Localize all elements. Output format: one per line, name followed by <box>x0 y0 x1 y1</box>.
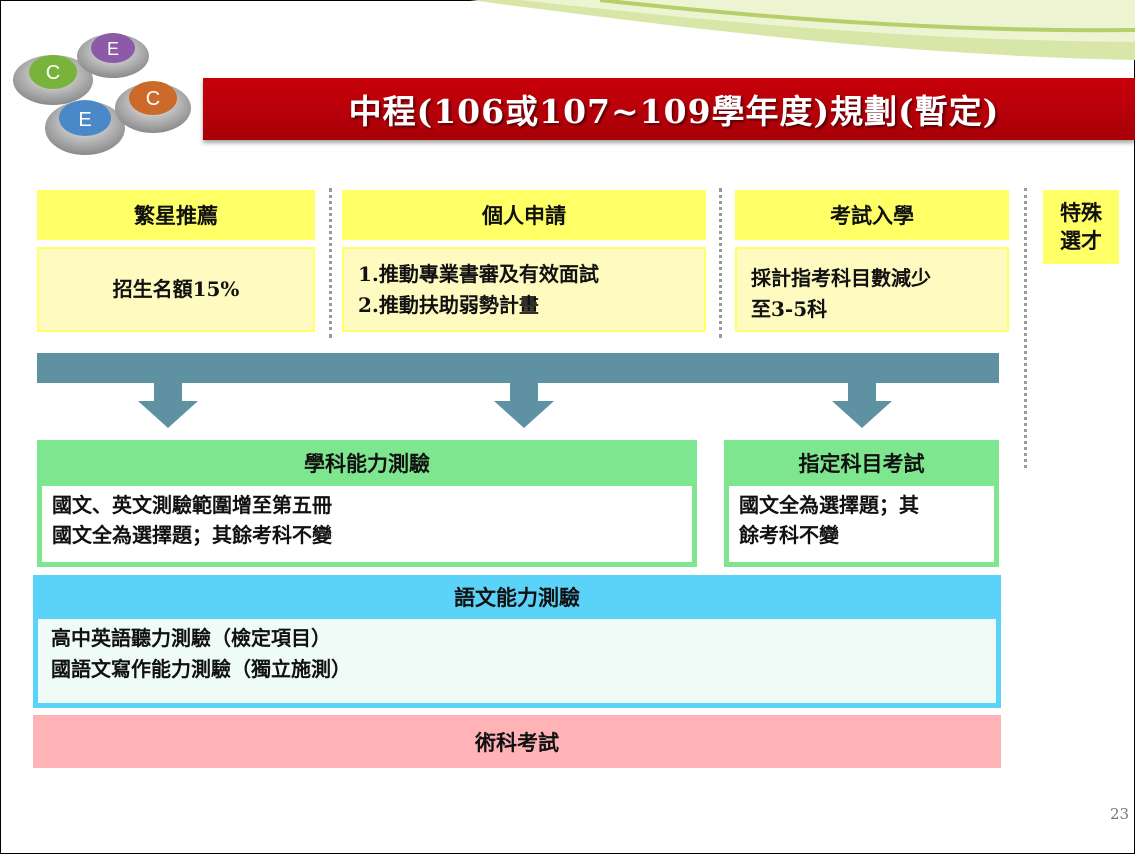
divider-dotted <box>719 188 722 338</box>
special-selection-line: 特殊 <box>1060 200 1102 225</box>
ast-header: 指定科目考試 <box>724 440 999 486</box>
ast-body: 國文全為選擇題；其 餘考科不變 <box>729 486 994 562</box>
down-arrow-icon <box>832 383 892 428</box>
down-arrow-icon <box>494 383 554 428</box>
exam-admission-body: 採計指考科目數減少 至3-5科 <box>735 247 1009 332</box>
ceec-logo: C E E C <box>13 33 191 155</box>
exam-admission-header: 考試入學 <box>735 190 1009 240</box>
arts-exam-box: 術科考試 <box>33 715 1001 768</box>
logo-letter: E <box>78 109 91 131</box>
logo-letter: C <box>46 62 60 84</box>
flow-bar <box>37 353 999 383</box>
title-bar: 中程(106或107~109學年度)規劃(暫定) <box>203 78 1135 140</box>
ast-line: 餘考科不變 <box>739 523 839 547</box>
logo-disc-e-purple: E <box>77 33 149 78</box>
gsat-body: 國文、英文測驗範圍增至第五冊 國文全為選擇題；其餘考科不變 <box>42 486 692 562</box>
language-test-body: 高中英語聽力測驗（檢定項目） 國語文寫作能力測驗（獨立施測） <box>38 619 996 703</box>
divider-dotted <box>329 188 332 338</box>
personal-application-line: 2.推動扶助弱勢計畫 <box>358 293 539 317</box>
language-test-line: 高中英語聽力測驗（檢定項目） <box>51 626 331 650</box>
gsat-header: 學科能力測驗 <box>37 440 697 486</box>
exam-admission-line: 採計指考科目數減少 <box>751 266 931 290</box>
star-recommendation-header: 繁星推薦 <box>37 190 315 240</box>
decorative-swoosh <box>470 0 1135 60</box>
personal-application-line: 1.推動專業書審及有效面試 <box>358 262 599 286</box>
logo-disc-e-blue: E <box>45 100 125 155</box>
special-selection-box: 特殊 選才 <box>1043 190 1119 264</box>
ast-line: 國文全為選擇題；其 <box>739 493 919 517</box>
gsat-line: 國文全為選擇題；其餘考科不變 <box>52 523 332 547</box>
down-arrow-icon <box>138 383 198 428</box>
language-test-header: 語文能力測驗 <box>454 585 580 610</box>
exam-admission-line: 至3-5科 <box>751 297 828 321</box>
language-test-line: 國語文寫作能力測驗（獨立施測） <box>51 657 351 681</box>
page-number: 23 <box>1110 805 1130 823</box>
logo-disc-c-green: C <box>13 55 93 105</box>
star-recommendation-body: 招生名額15% <box>37 247 315 332</box>
language-test-box: 語文能力測驗 高中英語聽力測驗（檢定項目） 國語文寫作能力測驗（獨立施測） <box>33 575 1001 708</box>
logo-letter: E <box>107 39 119 59</box>
logo-letter: C <box>146 88 160 110</box>
gsat-box: 學科能力測驗 國文、英文測驗範圍增至第五冊 國文全為選擇題；其餘考科不變 <box>37 440 697 567</box>
ast-box: 指定科目考試 國文全為選擇題；其 餘考科不變 <box>724 440 999 567</box>
personal-application-header: 個人申請 <box>342 190 706 240</box>
personal-application-body: 1.推動專業書審及有效面試 2.推動扶助弱勢計畫 <box>342 247 706 332</box>
slide-title: 中程(106或107~109學年度)規劃(暫定) <box>348 92 1000 131</box>
divider-dotted <box>1024 188 1027 468</box>
special-selection-line: 選才 <box>1060 228 1102 253</box>
logo-disc-c-orange: C <box>115 81 191 133</box>
gsat-line: 國文、英文測驗範圍增至第五冊 <box>52 493 332 517</box>
